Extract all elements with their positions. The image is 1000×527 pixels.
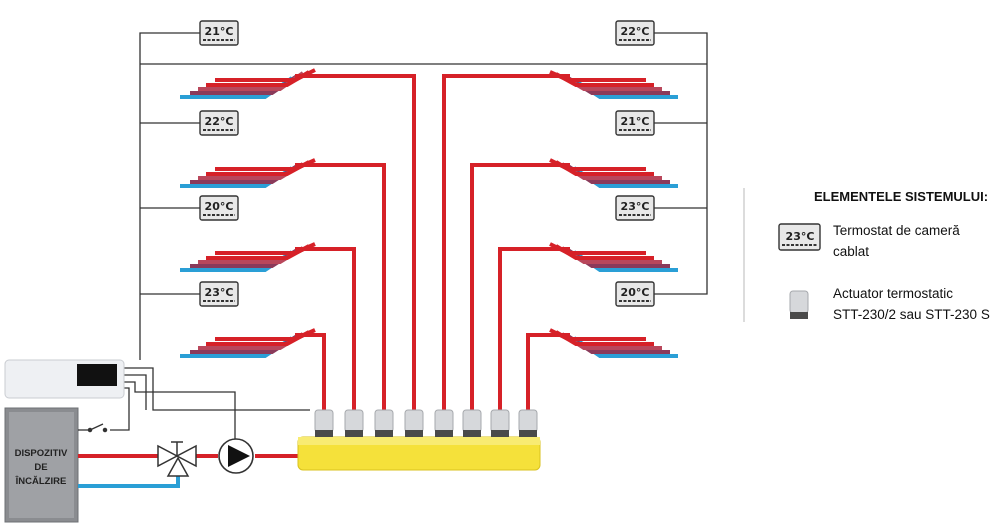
thermostat: 23°C	[615, 195, 655, 221]
thermostatic-actuator	[314, 409, 334, 437]
relay-switch	[78, 423, 108, 433]
heating-loop	[180, 242, 356, 410]
heating-loop	[180, 328, 326, 410]
thermostatic-actuator	[374, 409, 394, 437]
wiring-controller	[4, 359, 125, 399]
heating-loop	[470, 158, 678, 410]
legend-actuator-icon	[789, 290, 809, 319]
left-heating-loops	[180, 68, 416, 410]
thermostatic-actuator	[518, 409, 538, 437]
thermostat: 21°C	[199, 20, 239, 46]
thermostatic-actuator	[490, 409, 510, 437]
thermostat: 21°C	[615, 110, 655, 136]
thermostat-temperature: 22°C	[621, 25, 650, 38]
actuator-row	[314, 409, 538, 437]
thermostatic-actuator	[434, 409, 454, 437]
thermostat-temperature: 23°C	[621, 200, 650, 213]
thermostat: 20°C	[615, 281, 655, 307]
legend-actuator-label-line1: Actuator termostatic	[833, 286, 953, 301]
control-wiring	[110, 32, 708, 440]
thermostat: 22°C	[615, 20, 655, 46]
heating-loop	[180, 68, 416, 410]
legend-actuator-label-line2: STT-230/2 sau STT-230 S	[833, 307, 990, 322]
legend: ELEMENTELE SISTEMULUI: 23°C Termostat de…	[743, 188, 990, 322]
thermostat-temperature: 22°C	[205, 115, 234, 128]
mixing-valve-icon	[157, 441, 197, 477]
legend-thermostat-sample: 23°C	[786, 230, 815, 243]
legend-thermostat-icon: 23°C	[778, 223, 821, 251]
heating-loop	[442, 70, 678, 410]
thermostat-temperature: 20°C	[205, 200, 234, 213]
heating-loop	[526, 328, 678, 410]
thermostat-temperature: 23°C	[205, 286, 234, 299]
thermostatic-actuator	[404, 409, 424, 437]
thermostatic-actuator	[344, 409, 364, 437]
heating-device-label-line2: DE	[34, 462, 47, 473]
legend-thermostat-label-line2: cablat	[833, 244, 869, 259]
heating-loop	[180, 158, 386, 410]
thermostat: 20°C	[199, 195, 239, 221]
heating-device-label-line3: ÎNCĂLZIRE	[15, 475, 67, 487]
thermostat-temperature: 20°C	[621, 286, 650, 299]
heating-device: DISPOZITIV DE ÎNCĂLZIRE	[4, 407, 79, 523]
heating-device-label-line1: DISPOZITIV	[15, 448, 68, 459]
legend-title: ELEMENTELE SISTEMULUI:	[814, 189, 988, 204]
thermostat-temperature: 21°C	[621, 115, 650, 128]
thermostat: 22°C	[199, 110, 239, 136]
return-pipe	[78, 470, 180, 488]
manifold	[297, 436, 541, 471]
circulation-pump-icon	[218, 438, 254, 474]
thermostatic-actuator	[462, 409, 482, 437]
right-heating-loops	[442, 70, 678, 410]
thermostat-temperature: 21°C	[205, 25, 234, 38]
legend-thermostat-label-line1: Termostat de cameră	[833, 223, 960, 238]
heating-loop	[498, 242, 678, 410]
thermostat: 23°C	[199, 281, 239, 307]
